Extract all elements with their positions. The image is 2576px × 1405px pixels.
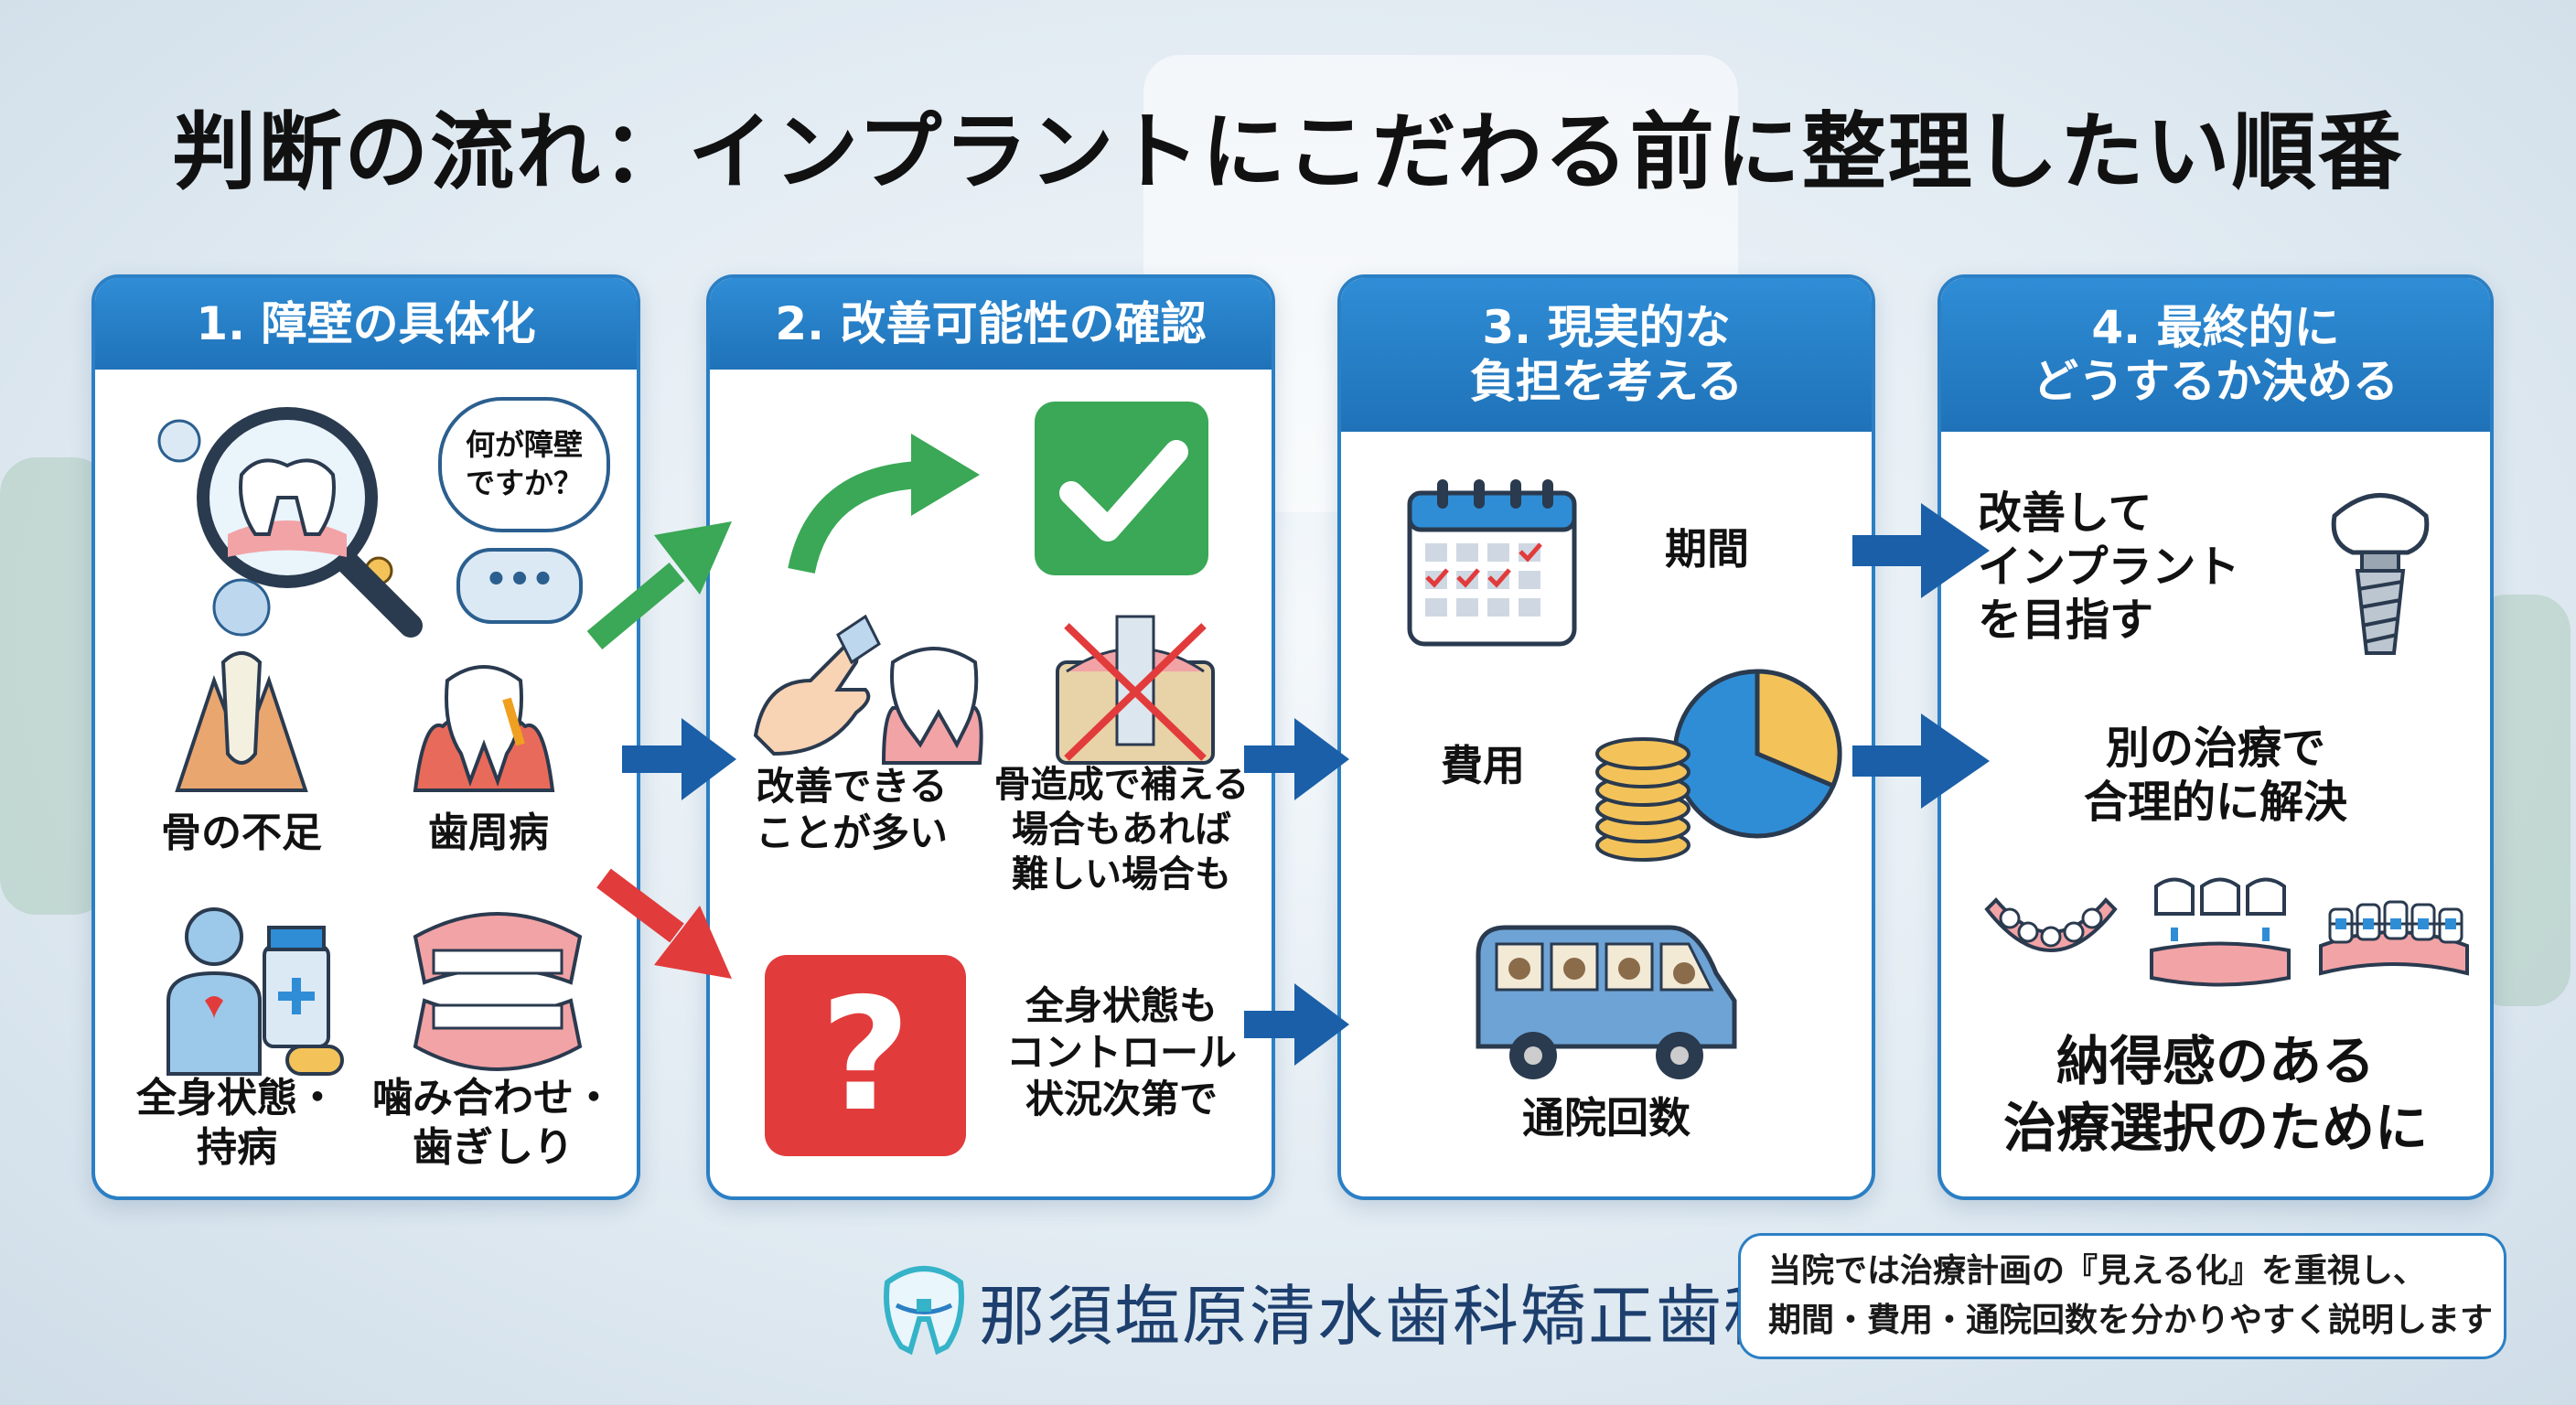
check-icon — [1030, 397, 1213, 580]
clinic-name: 那須塩原清水歯科矯正歯科 — [979, 1278, 1792, 1355]
arrow-right-blue — [1852, 713, 1990, 809]
bubble-text: ですか？ — [465, 466, 583, 500]
panel-barrier: 1. 障壁の具体化 何が障壁 ですか？ ••• 骨の不足 歯周病 — [91, 274, 640, 1200]
item-text: 改善して — [1978, 488, 2152, 539]
arrow-right-blue — [1244, 983, 1349, 1066]
question-mark: ? — [820, 965, 911, 1146]
periodontal-disease-icon — [406, 644, 562, 799]
panel-improvement: 2. 改善可能性の確認 改善できる ことが多い — [706, 274, 1275, 1200]
arrow-right-blue — [1852, 503, 1990, 598]
speech-bubble: 何が障壁 ですか？ — [438, 397, 610, 532]
bite-dentures-icon — [406, 900, 589, 1083]
coins-pie-chart-icon — [1588, 662, 1853, 873]
panel-header: 4. 最終的に どうするか決める — [1941, 278, 2490, 432]
item-bite-bruxism: 噛み合わせ・ 歯ぎしり — [360, 1074, 626, 1172]
item-text: 別の治療で — [2105, 723, 2325, 774]
item-visit-count: 通院回数 — [1522, 1093, 1690, 1142]
person-medicine-icon — [150, 900, 351, 1083]
item-bone-shortage: 骨の不足 — [161, 810, 322, 856]
item-text: 歯ぎしり — [413, 1123, 574, 1171]
clinic-logo-icon — [878, 1255, 970, 1356]
bridge-icon — [2147, 873, 2293, 992]
page-title: 判断の流れ：インプラントにこだわる前に整理したい順番 — [172, 103, 2404, 201]
item-text: 骨造成で補える — [993, 764, 1250, 806]
item-text: 噛み合わせ・ — [372, 1075, 614, 1121]
panel-header-text: 3. 現実的な — [1482, 301, 1731, 354]
denture-icon — [1978, 882, 2124, 992]
panel-header-text: 1. 障壁の具体化 — [196, 296, 536, 350]
arrow-up-green — [586, 521, 732, 649]
item-text: 全身状態も — [1025, 983, 1218, 1028]
panel-header: 3. 現実的な 負担を考える — [1341, 278, 1872, 432]
magnifier-tooth-icon — [132, 397, 516, 644]
speech-bubble-dots: ••• — [456, 548, 583, 624]
note-text: 当院では治療計画の『見える化』を重視し、 — [1768, 1252, 2426, 1290]
arrow-right-blue — [1244, 718, 1349, 800]
item-text: 持病 — [197, 1123, 277, 1171]
item-systemic-condition: 全身状態・ 持病 — [113, 1074, 360, 1172]
braces-icon — [2316, 891, 2472, 982]
panel-header-text: 負担を考える — [1469, 355, 1744, 408]
panel-header: 2. 改善可能性の確認 — [710, 278, 1272, 370]
panel-burden: 3. 現実的な 負担を考える 期間 費用 — [1337, 274, 1875, 1200]
item-satisfaction: 納得感のある 治療選択のために — [1959, 1028, 2472, 1161]
implant-icon — [2325, 479, 2435, 662]
note-text: 期間・費用・通院回数を分かりやすく説明します — [1768, 1302, 2494, 1339]
item-periodontal: 歯周病 — [428, 810, 549, 856]
bone-loss-icon — [168, 644, 315, 799]
item-aim-implant: 改善して インプラント を目指す — [1978, 487, 2307, 648]
curved-arrow-icon — [783, 424, 984, 580]
bubble-text: 何が障壁 — [465, 427, 583, 463]
van-icon — [1469, 918, 1744, 1083]
arrow-down-red — [596, 868, 732, 979]
item-text: 合理的に解決 — [2083, 776, 2347, 828]
item-text: 状況次第で — [1025, 1077, 1218, 1122]
item-text: を目指す — [1978, 595, 2154, 647]
panel-header-text: どうするか決める — [2033, 355, 2399, 408]
hand-tooth-care-icon — [746, 607, 984, 772]
item-text: 治療選択のために — [2002, 1096, 2428, 1159]
item-text: 場合もあれば — [1012, 808, 1231, 851]
item-duration: 期間 — [1665, 524, 1749, 574]
item-other-treatment: 別の治療で 合理的に解決 — [1959, 722, 2472, 829]
item-text: 納得感のある — [2055, 1030, 2375, 1092]
panel-decision: 4. 最終的に どうするか決める 改善して インプラント を目指す 別の治療で … — [1937, 274, 2494, 1200]
panel-header-text: 2. 改善可能性の確認 — [775, 296, 1207, 350]
note-box: 当院では治療計画の『見える化』を重視し、 期間・費用・通院回数を分かりやすく説明… — [1738, 1233, 2506, 1359]
item-text: 改善できる — [756, 764, 948, 809]
item-improvable: 改善できる ことが多い — [728, 763, 975, 856]
item-text: ことが多い — [755, 810, 948, 856]
bone-graft-cross-icon — [1048, 607, 1222, 772]
panel-header-text: 4. 最終的に — [2091, 301, 2340, 354]
item-bone-graft: 骨造成で補える 場合もあれば 難しい場合も — [980, 763, 1263, 896]
calendar-icon — [1405, 475, 1579, 649]
arrow-right-blue — [622, 718, 736, 800]
question-icon: ? — [765, 955, 966, 1156]
item-text: 全身状態・ — [136, 1075, 338, 1121]
item-text: インプラント — [1978, 541, 2240, 593]
item-cost: 費用 — [1441, 741, 1525, 790]
item-systemic-control: 全身状態も コントロール 状況次第で — [980, 982, 1263, 1123]
item-text: コントロール — [1005, 1030, 1237, 1076]
panel-header: 1. 障壁の具体化 — [95, 278, 637, 370]
item-text: 難しい場合も — [1012, 853, 1231, 896]
